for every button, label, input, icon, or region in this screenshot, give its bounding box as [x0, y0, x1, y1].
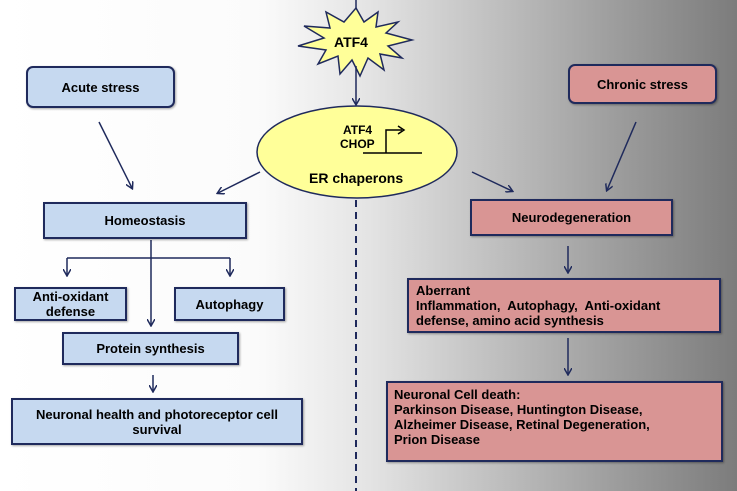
chronic-stress-box: Chronic stress [568, 64, 717, 104]
autophagy-label: Autophagy [195, 296, 264, 312]
homeostasis-box: Homeostasis [43, 202, 247, 239]
aberrant-line: defense, amino acid synthesis [416, 313, 604, 328]
aberrant-box: Aberrant Inflammation, Autophagy, Anti-o… [407, 278, 721, 333]
antioxidant-defense-box: Anti-oxidant defense [14, 287, 127, 321]
disease-line: Alzheimer Disease, Retinal Degeneration, [394, 417, 650, 432]
neuronal-health-label: Neuronal health and photoreceptor cell s… [36, 406, 278, 437]
arrow-acute-to-homeostasis [98, 121, 132, 188]
gene-chop-label: CHOP [340, 137, 375, 151]
neuronal-cell-death-box: Neuronal Cell death: Parkinson Disease, … [386, 381, 723, 462]
neuronal-health-box: Neuronal health and photoreceptor cell s… [11, 398, 303, 445]
atf4-burst-label: ATF4 [334, 34, 368, 50]
autophagy-box: Autophagy [174, 287, 285, 321]
chronic-stress-label: Chronic stress [596, 76, 689, 92]
cell-death-title: Neuronal Cell death: [394, 387, 521, 402]
arrow-ellipse-to-neurodegeneration [471, 171, 512, 191]
er-chaperons-ellipse [256, 105, 458, 199]
atf4-burst-shape [297, 6, 415, 78]
gene-atf4-label: ATF4 [343, 123, 373, 137]
neurodegeneration-box: Neurodegeneration [470, 199, 673, 236]
aberrant-title: Aberrant [416, 283, 471, 298]
neurodegeneration-label: Neurodegeneration [511, 210, 632, 225]
er-chaperons-label: ER chaperons [309, 170, 404, 186]
disease-line: Prion Disease [394, 432, 480, 447]
acute-stress-box: Acute stress [26, 66, 175, 108]
protein-synthesis-label: Protein synthesis [96, 341, 205, 356]
antioxidant-defense-label: Anti-oxidant defense [32, 289, 109, 319]
protein-synthesis-box: Protein synthesis [62, 332, 239, 365]
disease-line: Parkinson Disease, Huntington Disease, [394, 402, 643, 417]
homeostasis-label: Homeostasis [104, 213, 186, 228]
arrow-chronic-to-neurodegeneration [607, 121, 637, 190]
acute-stress-label: Acute stress [61, 79, 140, 95]
aberrant-line: Inflammation, Autophagy, Anti-oxidant [416, 298, 661, 313]
promoter-arrow-icon [363, 129, 422, 154]
arrow-ellipse-to-homeostasis [218, 171, 261, 193]
